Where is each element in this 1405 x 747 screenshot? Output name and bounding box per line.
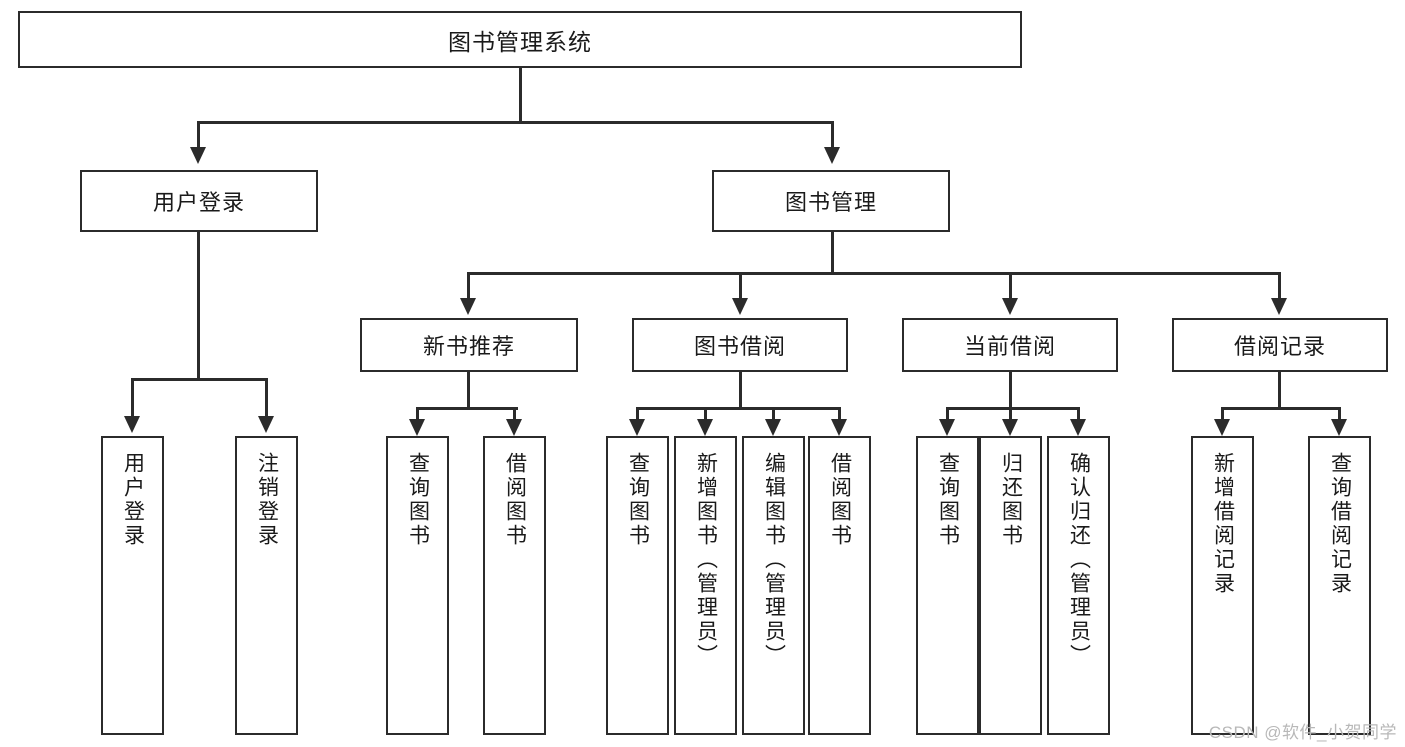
leaf-br-query-record[interactable]: 查询借阅记录 — [1308, 436, 1371, 735]
node-label: 查询借阅记录 — [1328, 452, 1352, 596]
node-label: 确认归还（管理员） — [1067, 452, 1091, 668]
arrowhead-to-user-login — [190, 147, 206, 164]
arrowhead-nbr-child-2 — [506, 419, 522, 436]
leaf-bb-add-book-admin[interactable]: 新增图书（管理员） — [674, 436, 737, 735]
arrowhead-cb-child-1 — [939, 419, 955, 436]
connector-root-bus — [197, 121, 834, 124]
node-label: 借阅图书 — [828, 452, 852, 548]
arrowhead-cb-child-2 — [1002, 419, 1018, 436]
connector-nbr-child-1 — [416, 407, 419, 421]
watermark-csdn: CSDN @软件_小贺同学 — [1208, 723, 1397, 742]
connector-cb-stem — [1009, 372, 1012, 410]
node-label: 查询图书 — [626, 452, 650, 548]
node-label: 借阅图书 — [503, 452, 527, 548]
leaf-nbr-borrow-book[interactable]: 借阅图书 — [483, 436, 546, 735]
connector-to-new-book-recommend — [467, 272, 470, 300]
connector-book-mgmt-bus — [467, 272, 1281, 275]
connector-br-child-1 — [1221, 407, 1224, 421]
leaf-cb-query-book[interactable]: 查询图书 — [916, 436, 979, 735]
leaf-logout[interactable]: 注销登录 — [235, 436, 298, 735]
connector-cb-child-3 — [1077, 407, 1080, 421]
node-label: 图书借阅 — [693, 334, 786, 359]
node-label: 图书管理系统 — [448, 28, 592, 55]
connector-cb-child-1 — [946, 407, 949, 421]
connector-root-to-book-mgmt — [831, 121, 834, 149]
node-label: 图书管理 — [784, 190, 877, 215]
arrowhead-leaf-user-login — [124, 416, 140, 433]
connector-cb-child-2 — [1009, 407, 1012, 421]
connector-br-bus — [1221, 407, 1341, 410]
node-book-management[interactable]: 图书管理 — [712, 170, 950, 232]
connector-bb-child-4 — [838, 407, 841, 421]
leaf-user-login[interactable]: 用户登录 — [101, 436, 164, 735]
connector-user-login-stem — [197, 232, 200, 380]
node-label: 用户登录 — [121, 452, 145, 548]
node-label: 编辑图书（管理员） — [762, 452, 786, 668]
connector-root-stem — [519, 68, 522, 123]
connector-book-mgmt-stem — [831, 232, 834, 274]
connector-to-borrow-record — [1278, 272, 1281, 300]
arrowhead-bb-child-3 — [765, 419, 781, 436]
connector-br-child-2 — [1338, 407, 1341, 421]
connector-to-leaf-logout — [265, 378, 268, 418]
arrowhead-book-borrow — [732, 298, 748, 315]
connector-br-stem — [1278, 372, 1281, 410]
arrowhead-bb-child-2 — [697, 419, 713, 436]
connector-bb-child-3 — [772, 407, 775, 421]
node-label: 当前借阅 — [963, 334, 1056, 359]
node-label: 新增图书（管理员） — [694, 452, 718, 668]
leaf-bb-edit-book-admin[interactable]: 编辑图书（管理员） — [742, 436, 805, 735]
arrowhead-to-book-mgmt — [824, 147, 840, 164]
node-new-book-recommend[interactable]: 新书推荐 — [360, 318, 578, 372]
arrowhead-cb-child-3 — [1070, 419, 1086, 436]
arrowhead-leaf-logout — [258, 416, 274, 433]
arrowhead-bb-child-1 — [629, 419, 645, 436]
node-label: 注销登录 — [255, 452, 279, 548]
node-label: 新书推荐 — [422, 334, 515, 359]
leaf-bb-borrow-book[interactable]: 借阅图书 — [808, 436, 871, 735]
node-current-borrow[interactable]: 当前借阅 — [902, 318, 1118, 372]
arrowhead-br-child-1 — [1214, 419, 1230, 436]
leaf-cb-confirm-return-admin[interactable]: 确认归还（管理员） — [1047, 436, 1110, 735]
connector-nbr-bus — [416, 407, 518, 410]
node-label: 查询图书 — [936, 452, 960, 548]
node-user-login[interactable]: 用户登录 — [80, 170, 318, 232]
node-label: 查询图书 — [406, 452, 430, 548]
connector-bb-child-1 — [636, 407, 639, 421]
leaf-bb-query-book[interactable]: 查询图书 — [606, 436, 669, 735]
arrowhead-new-book-recommend — [460, 298, 476, 315]
connector-cb-bus — [946, 407, 1080, 410]
leaf-cb-return-book[interactable]: 归还图书 — [979, 436, 1042, 735]
node-label: 新增借阅记录 — [1211, 452, 1235, 596]
connector-bb-stem — [739, 372, 742, 410]
connector-to-current-borrow — [1009, 272, 1012, 300]
connector-to-leaf-user-login — [131, 378, 134, 418]
leaf-br-add-record[interactable]: 新增借阅记录 — [1191, 436, 1254, 735]
node-borrow-record[interactable]: 借阅记录 — [1172, 318, 1388, 372]
connector-user-login-bus — [131, 378, 268, 381]
node-label: 用户登录 — [152, 190, 245, 215]
connector-nbr-stem — [467, 372, 470, 410]
node-book-borrow[interactable]: 图书借阅 — [632, 318, 848, 372]
arrowhead-borrow-record — [1271, 298, 1287, 315]
connector-bb-bus — [636, 407, 841, 410]
arrowhead-bb-child-4 — [831, 419, 847, 436]
connector-root-to-user-login — [197, 121, 200, 149]
node-root-system[interactable]: 图书管理系统 — [18, 11, 1022, 68]
arrowhead-nbr-child-1 — [409, 419, 425, 436]
arrowhead-br-child-2 — [1331, 419, 1347, 436]
connector-bb-child-2 — [704, 407, 707, 421]
connector-nbr-child-2 — [513, 407, 516, 421]
arrowhead-current-borrow — [1002, 298, 1018, 315]
leaf-nbr-query-book[interactable]: 查询图书 — [386, 436, 449, 735]
connector-to-book-borrow — [739, 272, 742, 300]
node-label: 归还图书 — [999, 452, 1023, 548]
node-label: 借阅记录 — [1233, 334, 1326, 359]
